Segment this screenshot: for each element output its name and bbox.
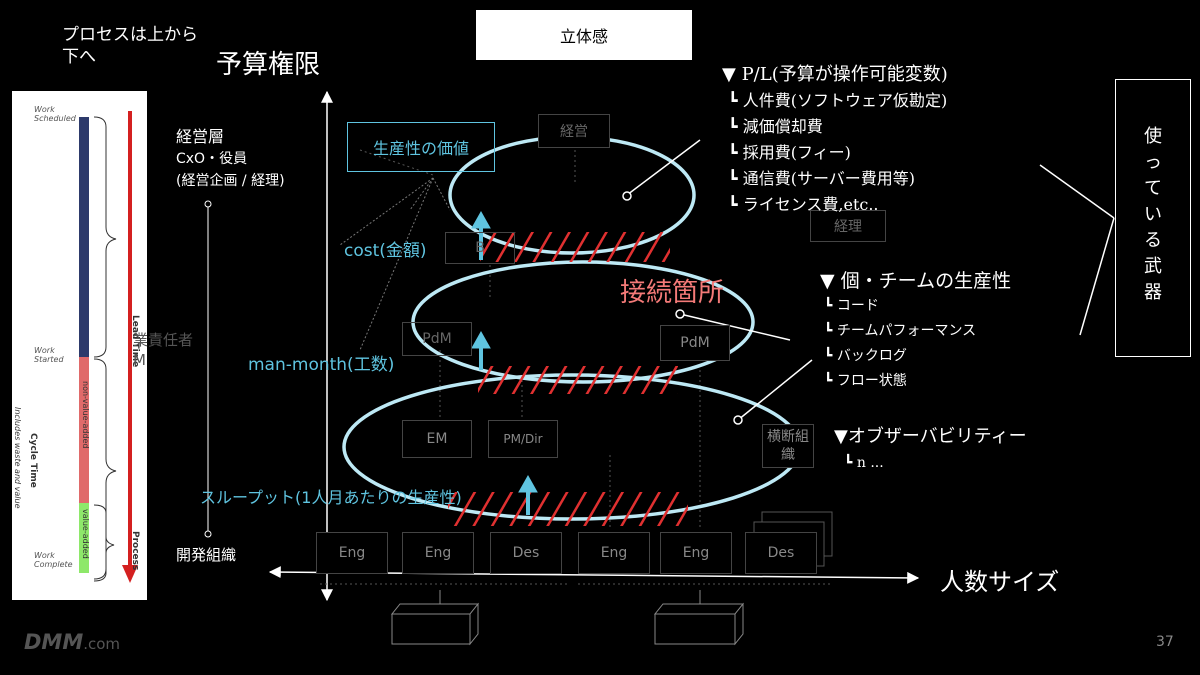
pl-item: ┗ 減価償却費 [728, 117, 823, 136]
org-box-pm-left: PdM [402, 322, 472, 356]
org-box-pm-right: PdM [660, 325, 730, 361]
productivity-value-box: 生産性の価値 [347, 122, 495, 172]
org-box-pmdir: PM/Dir [488, 420, 558, 458]
process-label: Process [130, 531, 140, 571]
individual-item: ┗ フロー状態 [824, 373, 907, 389]
org-box-eng-4: Eng [660, 532, 732, 574]
process-header: プロセスは上から下へ [62, 25, 198, 67]
title-box: 立体感 [476, 10, 692, 60]
lead-time-panel: Work Scheduled Work Started Work Complet… [12, 91, 147, 600]
observability-item: ┗ n ... [844, 455, 884, 471]
individual-item: ┗ バックログ [824, 348, 907, 364]
pl-item: ┗ ライセンス費,etc.. [728, 195, 879, 214]
connection-point-label: 接続箇所 [620, 278, 725, 308]
throughput-label: スループット(1人月あたりの生産性) [200, 488, 462, 507]
work-complete-label: Work Complete [34, 551, 73, 569]
org-box-b: B [445, 232, 515, 264]
org-box-finance: 経理 [810, 210, 886, 242]
org-box-em: EM [402, 420, 472, 458]
page-number: 37 [1156, 634, 1174, 650]
org-box-des-1: Des [490, 532, 562, 574]
dev-org-label: 開発組織 [176, 546, 237, 564]
non-value-label: non-value-added [81, 381, 90, 449]
pl-item: ┗ 通信費(サーバー費用等) [728, 169, 916, 188]
individual-item: ┗ チームパフォーマンス [824, 323, 977, 339]
org-box-top: 経営 [538, 114, 610, 148]
management-label: 経営層 CxO・役員 (経営企画 / 経理) [176, 127, 285, 189]
org-box-eng-2: Eng [402, 532, 474, 574]
pl-item: ┗ 人件費(ソフトウェア仮勘定) [728, 91, 948, 110]
individual-title: ▼ 個・チームの生産性 [820, 270, 1012, 292]
org-box-cross: 横断組織 [762, 424, 814, 468]
budget-authority-label: 予算権限 [216, 50, 321, 80]
cycle-time-label: Cycle Time [28, 433, 38, 488]
org-box-eng-3: Eng [578, 532, 650, 574]
pl-item: ┗ 採用費(フィー) [728, 143, 851, 162]
individual-item: ┗ コード [824, 298, 879, 314]
hatch-bands [448, 232, 688, 526]
observability-title: ▼オブザーバビリティー [834, 426, 1027, 447]
value-added-label: value-added [81, 509, 90, 559]
headcount-size-label: 人数サイズ [940, 568, 1060, 596]
man-month-label: man-month(工数) [248, 355, 395, 375]
observability-list: ▼オブザーバビリティー ┗ n ... [834, 424, 1027, 476]
weapons-box: 使っている武器 [1115, 79, 1191, 357]
pl-list: ▼ P/L(予算が操作可能変数) ┗ 人件費(ソフトウェア仮勘定) ┗ 減価償却… [722, 62, 948, 218]
cost-label: cost(金額) [344, 241, 427, 261]
pl-title: ▼ P/L(予算が操作可能変数) [722, 64, 948, 85]
org-box-des-2: Des [745, 532, 817, 574]
cycle-sub-label: Includes waste and value [13, 407, 22, 509]
work-started-label: Work Started [34, 346, 64, 364]
individual-list: ▼ 個・チームの生産性 ┗ コード ┗ チームパフォーマンス ┗ バックログ ┗… [820, 268, 1011, 394]
brand-logo: DMM.com [24, 630, 121, 654]
org-box-eng-1: Eng [316, 532, 388, 574]
